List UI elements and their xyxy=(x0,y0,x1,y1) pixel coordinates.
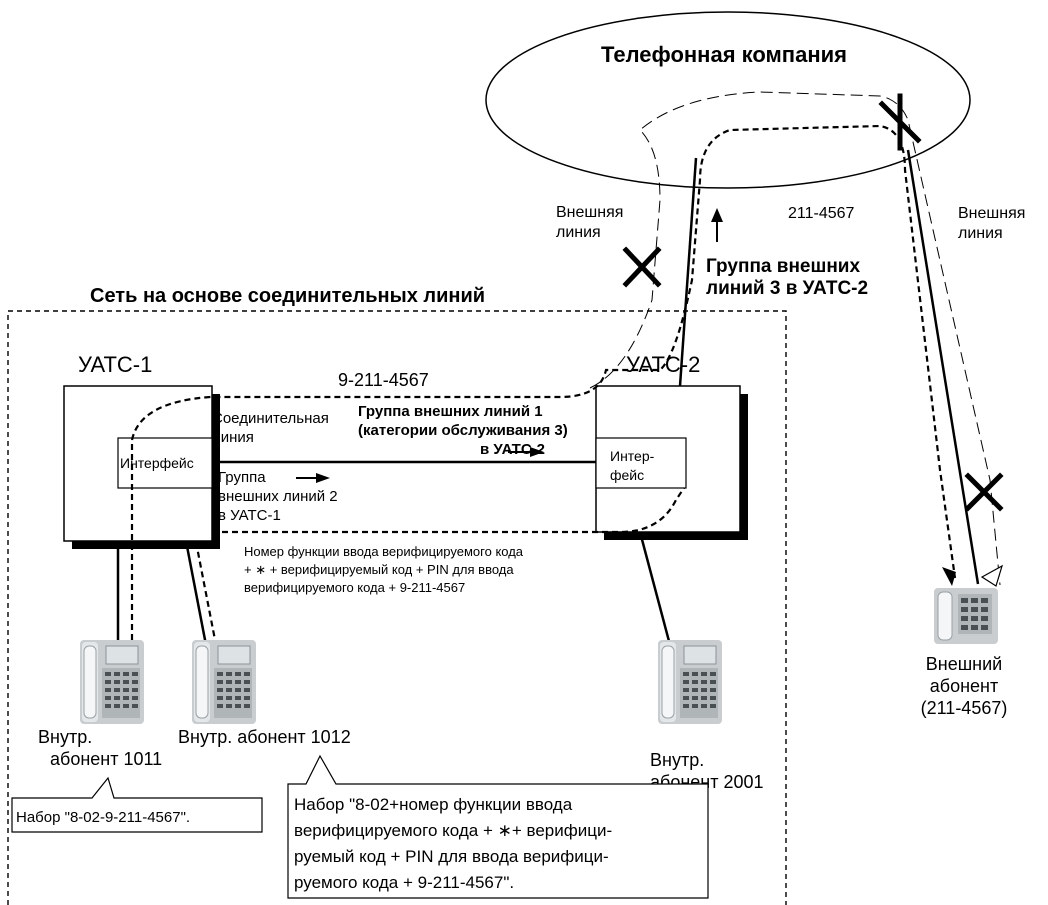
arrow-icon xyxy=(296,473,330,483)
line-1012-dashed xyxy=(194,541,218,646)
callout-1012 xyxy=(287,754,709,899)
network-label: Сеть на основе соединительных линий xyxy=(90,285,485,307)
pbx2-label: УАТС-2 xyxy=(626,352,700,377)
ext-1011-label: Внутр.абонент 1011 xyxy=(38,727,162,769)
hollow-arrow-icon xyxy=(980,564,1003,587)
network-frame xyxy=(7,310,787,905)
pbx1-label: УАТС-1 xyxy=(78,352,152,377)
ext-1012-label: Внутр. абонент 1012 xyxy=(178,727,351,747)
arrow-icon xyxy=(942,567,956,586)
line-2001 xyxy=(638,531,672,646)
blocked-x-icon xyxy=(964,472,1004,512)
carrier-number-label: 211-4567 xyxy=(788,205,855,222)
carrier-cloud xyxy=(485,11,971,189)
telephone-icon xyxy=(191,639,257,725)
line-1012 xyxy=(184,540,208,646)
callout-1011 xyxy=(11,776,263,833)
call-path-network xyxy=(130,124,957,640)
trunk-group-1-label: Группа внешних линий 1(категории обслужи… xyxy=(358,403,568,458)
carrier-label: Телефонная компания xyxy=(601,42,847,67)
callout-1011-text: Набор "8-02-9-211-4567". xyxy=(16,809,190,826)
telephone-icon xyxy=(79,639,145,725)
arrow-icon xyxy=(711,208,723,242)
pbx2-interface-label: Интер-фейс xyxy=(610,448,655,483)
blocked-x-icon xyxy=(622,246,662,288)
pbx2-trunk-line xyxy=(678,157,698,387)
telephone-icon xyxy=(657,639,723,725)
arrow-icon xyxy=(508,447,544,457)
blocked-x-icon xyxy=(878,93,922,151)
pbx1-interface-label: Интерфейс xyxy=(120,455,194,471)
outside-line xyxy=(906,149,980,585)
telephone-icon xyxy=(933,587,999,645)
call-path-loop xyxy=(212,487,685,534)
network-number-label: 9-211-4567 xyxy=(338,370,429,390)
feature-sequence-label: Номер функции ввода верифицируемого кода… xyxy=(244,544,524,595)
thin-path-blocked xyxy=(589,91,1001,586)
pbx1-interface xyxy=(117,437,213,489)
